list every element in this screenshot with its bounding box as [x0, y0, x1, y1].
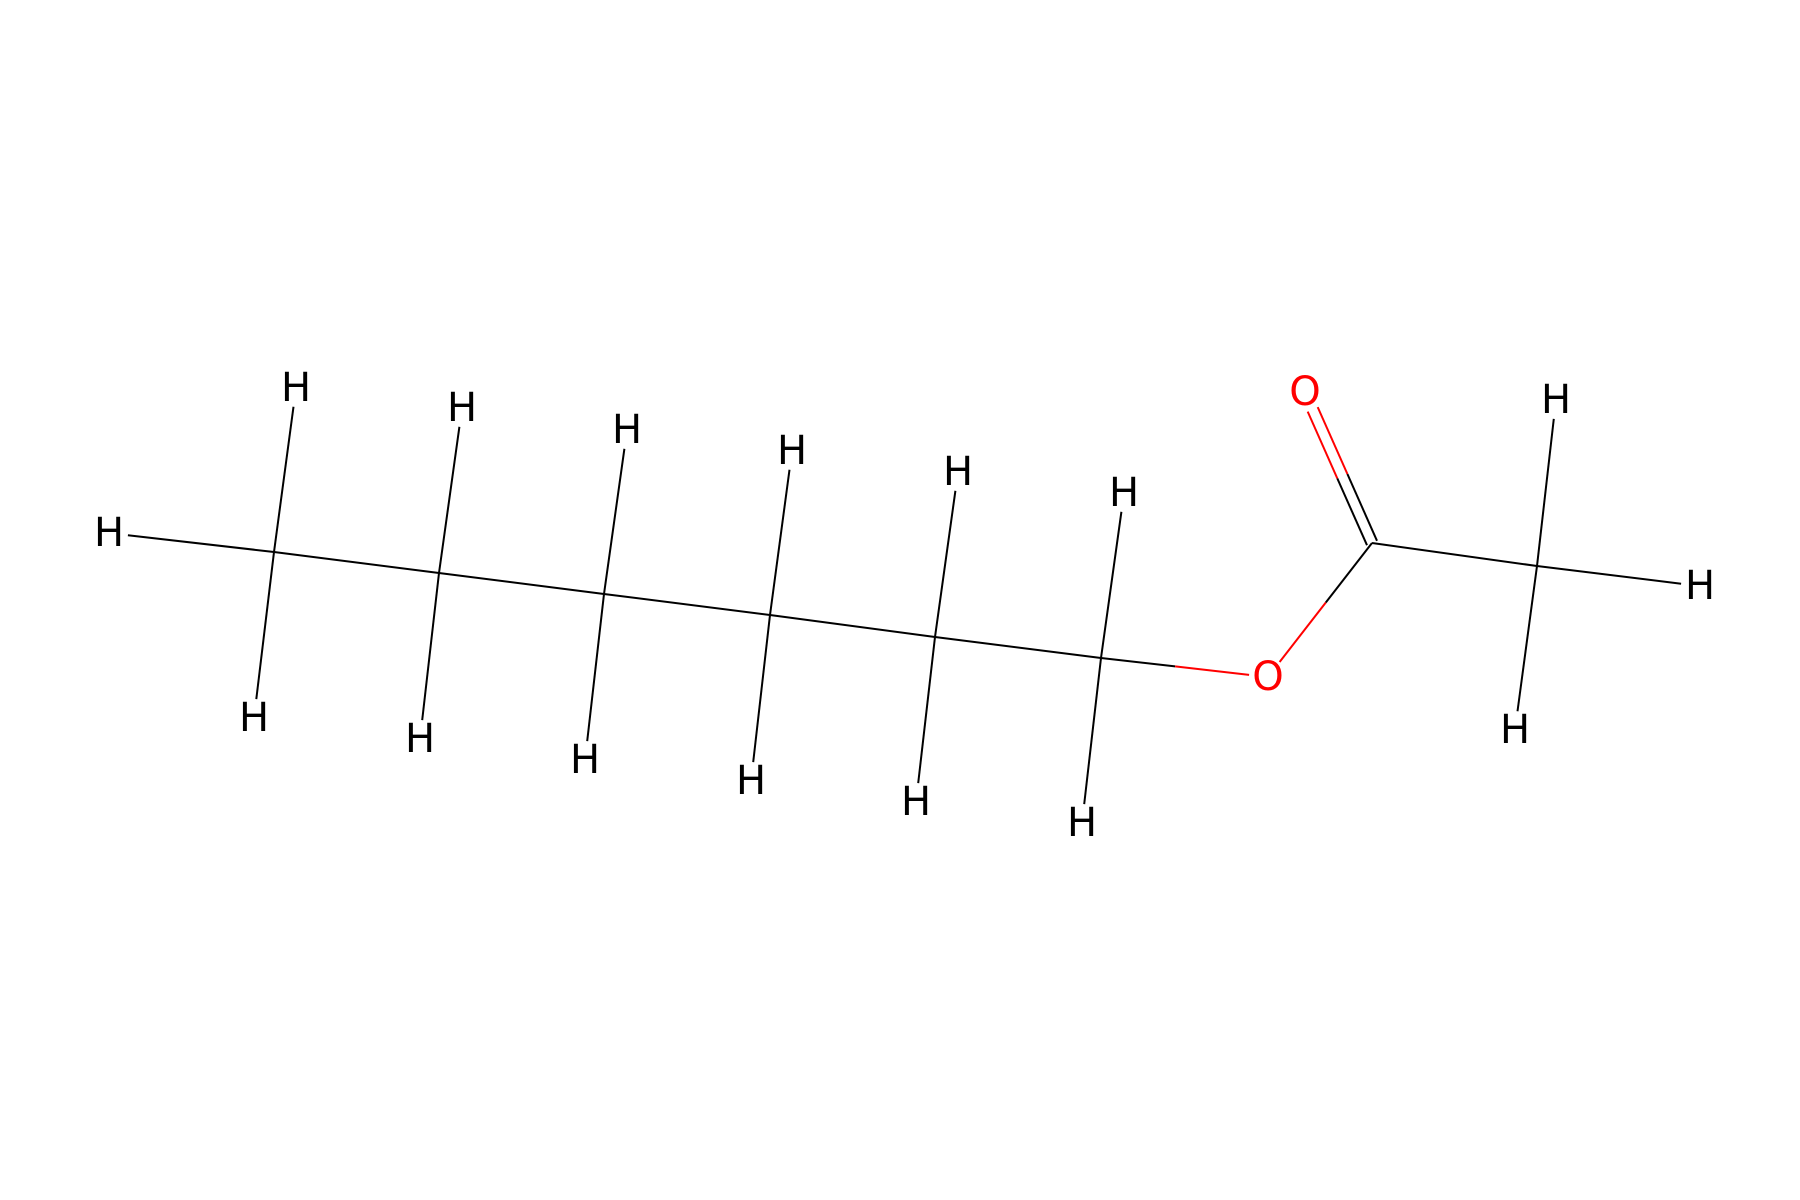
bond-c-methyl-h-methyl-up: [1536, 418, 1555, 567]
atom-label-h-c2-down: H: [405, 716, 435, 762]
atom-labels: O O H H H H H H H H H H H H H H H H: [94, 365, 1715, 846]
single-bond: [603, 593, 771, 616]
atom-label-h-c5-up: H: [943, 449, 973, 495]
single-bond: [438, 426, 461, 574]
single-bond: [603, 448, 626, 595]
atom-label-h-methyl-right: H: [1685, 563, 1715, 609]
bond-c4-h-c4-up: [769, 469, 791, 616]
single-bond: [917, 636, 936, 784]
bond-c-carbonyl-c-methyl: [1371, 542, 1538, 567]
bond-c6-h-c6-down: [1083, 657, 1102, 805]
bond-c5-h-c5-up: [934, 490, 957, 638]
atom-label-o-ester: O: [1252, 654, 1283, 700]
single-bond: [1536, 565, 1682, 585]
atom-label-h-c3-up: H: [612, 407, 642, 453]
atom-label-h-c1-left: H: [94, 510, 124, 556]
atom-label-h-c3-down: H: [570, 737, 600, 783]
bond-c-carbonyl-o-carbonyl-line1-b: [1316, 406, 1349, 475]
single-bond: [127, 534, 275, 553]
bond-c-carbonyl-o-carbonyl-line1-a: [1346, 473, 1378, 542]
bond-c-methyl-h-methyl-right: [1536, 565, 1682, 585]
single-bond: [438, 572, 605, 595]
atom-label-h-c2-up: H: [447, 385, 477, 431]
bonds: [127, 406, 1682, 805]
bond-o-ester-c-carbonyl-b: [1325, 542, 1373, 604]
atom-label-h-methyl-up: H: [1541, 377, 1571, 423]
single-bond: [934, 636, 1102, 659]
bond-c-carbonyl-o-carbonyl-line2-a: [1336, 477, 1368, 546]
bond-o-ester-c-carbonyl-a: [1278, 601, 1327, 663]
bond-c2-c3: [438, 572, 605, 595]
atom-label-h-c5-down: H: [901, 779, 931, 825]
bond-h-c1-left-c1: [127, 534, 275, 553]
single-bond: [1371, 542, 1538, 567]
single-bond: [421, 572, 440, 721]
bond-c3-c4: [603, 593, 771, 616]
atom-label-h-methyl-down: H: [1500, 707, 1530, 753]
bond-c6-o-ester-b: [1174, 665, 1250, 676]
bond-c-carbonyl-o-carbonyl-line2-b: [1306, 411, 1339, 479]
single-bond: [1083, 657, 1102, 805]
atom-label-h-c4-up: H: [777, 428, 807, 474]
bond-c6-o-ester-a: [1100, 657, 1176, 668]
bond-c3-h-c3-up: [603, 448, 626, 595]
bond-c2-h-c2-down: [421, 572, 440, 721]
single-bond: [1536, 418, 1555, 567]
single-bond: [586, 593, 605, 742]
single-bond: [1100, 511, 1123, 659]
bond-c3-h-c3-down: [586, 593, 605, 742]
single-bond: [769, 614, 936, 638]
double-bond: [1306, 406, 1378, 546]
atom-label-h-c1-up: H: [281, 365, 311, 411]
single-bond: [934, 490, 957, 638]
bond-c6-h-c6-up: [1100, 511, 1123, 659]
atom-label-o-carbonyl: O: [1289, 369, 1320, 415]
single-bond: [752, 614, 771, 763]
bond-c4-h-c4-down: [752, 614, 771, 763]
bond-c4-c5: [769, 614, 936, 638]
single-bond: [1516, 565, 1538, 712]
bond-c2-h-c2-up: [438, 426, 461, 574]
bond-c5-c6: [934, 636, 1102, 659]
bond-c5-h-c5-down: [917, 636, 936, 784]
bond-c1-h-c1-up: [273, 406, 295, 553]
bond-c-methyl-h-methyl-down: [1516, 565, 1538, 712]
single-bond: [1100, 657, 1250, 676]
single-bond: [1278, 542, 1373, 663]
atom-label-h-c6-down: H: [1067, 800, 1097, 846]
atom-label-h-c1-down: H: [239, 695, 269, 741]
atom-label-h-c6-up: H: [1109, 470, 1139, 516]
single-bond: [769, 469, 791, 616]
bond-c1-h-c1-down: [255, 551, 275, 700]
single-bond: [273, 551, 440, 574]
single-bond: [255, 551, 275, 700]
bond-c1-c2: [273, 551, 440, 574]
atom-label-h-c4-down: H: [736, 758, 766, 804]
single-bond: [273, 406, 295, 553]
